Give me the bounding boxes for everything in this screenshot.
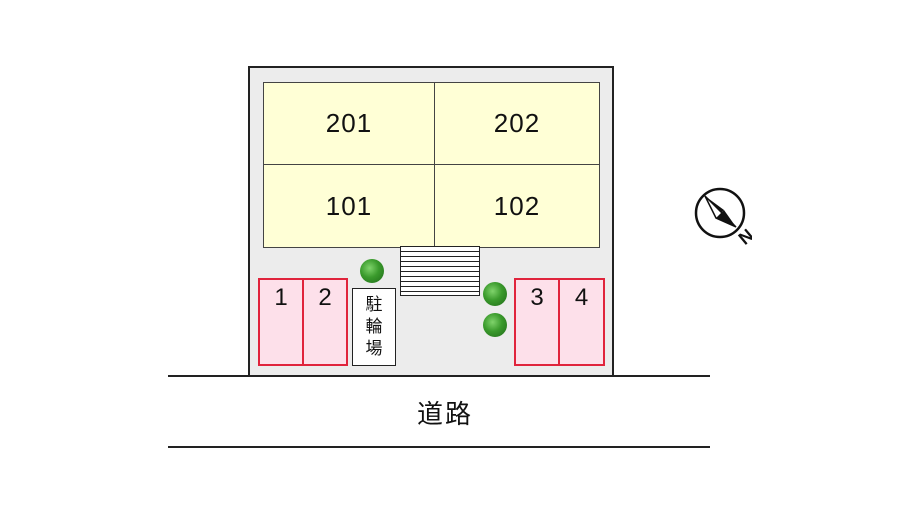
bicycle-parking-char-3: 場 [365,339,383,358]
unit-201-label: 201 [325,108,373,138]
road-edge-bottom [168,446,710,448]
unit-101-label: 101 [325,190,373,221]
unit-102-label: 102 [493,190,541,221]
parking-space-3[interactable]: 3 [514,278,560,366]
parking-space-1-label: 1 [274,284,288,311]
parking-space-4[interactable]: 4 [558,278,605,366]
unit-102[interactable]: 102 [434,164,600,248]
unit-101[interactable]: 101 [263,164,435,248]
parking-space-1[interactable]: 1 [258,278,304,366]
unit-202[interactable]: 202 [434,82,600,165]
parking-space-4-label: 4 [574,284,589,311]
unit-202-label: 202 [493,108,541,138]
tree-icon [483,282,507,306]
unit-201[interactable]: 201 [263,82,435,165]
bicycle-parking-char-1: 駐 [365,295,383,314]
bicycle-parking[interactable]: 駐 輪 場 [352,288,396,366]
parking-space-2[interactable]: 2 [302,278,348,366]
parking-space-2-label: 2 [318,284,332,311]
road-label: 道路 [416,399,473,429]
parking-space-3-label: 3 [530,284,544,311]
stairs [400,246,480,296]
tree-icon [483,313,507,337]
road-edge-top [168,375,710,377]
bicycle-parking-char-2: 輪 [365,317,383,336]
north-arrow-icon: N [692,186,757,252]
tree-icon [360,259,384,283]
